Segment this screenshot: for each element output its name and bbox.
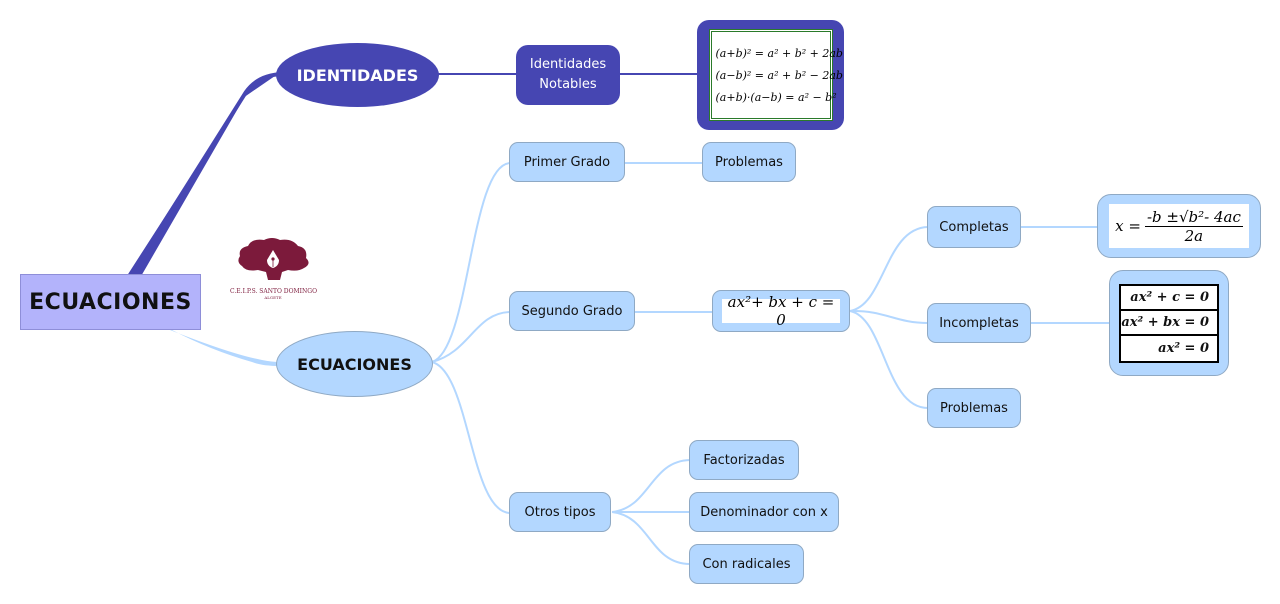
root-label: ECUACIONES [29, 289, 192, 315]
quadratic-formula-numerator: -b ±√b²- 4ac [1144, 207, 1243, 227]
link-form-incompletas [849, 309, 929, 324]
con-radicales-label: Con radicales [702, 556, 791, 572]
root-node[interactable]: ECUACIONES [20, 274, 201, 330]
incompletas-node[interactable]: Incompletas [927, 303, 1031, 343]
link-ecuaciones-otros [431, 361, 511, 514]
otros-tipos-label: Otros tipos [524, 504, 596, 520]
link-form-completas [849, 226, 929, 312]
otros-tipos-node[interactable]: Otros tipos [509, 492, 611, 532]
link-otros-factorizadas [611, 459, 691, 513]
quadratic-formula-fraction: -b ±√b²- 4ac 2a [1144, 207, 1243, 245]
logo-school-name: C.E.I.P.S. SANTO DOMINGO [230, 288, 318, 295]
primer-grado-problemas-node[interactable]: Problemas [702, 142, 796, 182]
segundo-grado-label: Segundo Grado [521, 303, 623, 319]
link-form-problemas [849, 310, 929, 409]
general-form-formula: ax²+ bx + c = 0 [722, 293, 840, 329]
tree-pen-nib-icon [238, 238, 309, 280]
quadratic-formula-lhs: x = [1115, 217, 1141, 235]
identidades-notables-line2: Notables [539, 77, 597, 92]
primer-grado-node[interactable]: Primer Grado [509, 142, 625, 182]
general-form-node[interactable]: ax²+ bx + c = 0 [712, 290, 850, 332]
identidades-formulas-box: (a+b)² = a² + b² + 2ab (a−b)² = a² + b² … [708, 29, 843, 121]
logo-town: ALGETE [264, 295, 282, 300]
incompletas-label: Incompletas [939, 315, 1019, 331]
formula-square-sum: (a+b)² = a² + b² + 2ab [715, 46, 843, 60]
completas-node[interactable]: Completas [927, 206, 1021, 248]
incomplete-form-row: ax² = 0 [1158, 340, 1209, 356]
ecuaciones-label: ECUACIONES [297, 354, 412, 374]
identidades-label: IDENTIDADES [296, 65, 419, 85]
identidades-notables-node[interactable]: Identidades Notables [516, 45, 620, 105]
quadratic-formula-node[interactable]: x = -b ±√b²- 4ac 2a [1097, 194, 1261, 258]
ecuaciones-node[interactable]: ECUACIONES [276, 331, 433, 397]
segundo-grado-problemas-label: Problemas [940, 400, 1008, 416]
denominador-con-x-node[interactable]: Denominador con x [689, 492, 839, 532]
link-ecuaciones-primer [431, 162, 511, 363]
primer-grado-problemas-label: Problemas [715, 154, 783, 170]
completas-label: Completas [939, 219, 1009, 235]
formula-sum-by-diff: (a+b)·(a−b) = a² − b² [715, 90, 837, 104]
denominador-con-x-label: Denominador con x [700, 504, 828, 520]
incomplete-forms-table: ax² + c = 0 ax² + bx = 0 ax² = 0 [1119, 283, 1219, 363]
link-ecuaciones-segundo [431, 311, 511, 363]
incomplete-form-row: ax² + c = 0 [1121, 286, 1217, 311]
factorizadas-node[interactable]: Factorizadas [689, 440, 799, 480]
quadratic-formula: x = -b ±√b²- 4ac 2a [1109, 204, 1249, 248]
link-otros-radicales [611, 511, 691, 565]
segundo-grado-problemas-node[interactable]: Problemas [927, 388, 1021, 428]
primer-grado-label: Primer Grado [523, 154, 611, 170]
incomplete-forms-node[interactable]: ax² + c = 0 ax² + bx = 0 ax² = 0 [1109, 270, 1229, 376]
school-logo: C.E.I.P.S. SANTO DOMINGO ALGETE [230, 236, 318, 300]
formula-square-diff: (a−b)² = a² + b² − 2ab [715, 68, 843, 82]
factorizadas-label: Factorizadas [703, 452, 785, 468]
incomplete-form-row: ax² + bx = 0 [1121, 311, 1217, 336]
link-root-ecuaciones [165, 328, 280, 366]
identidades-node[interactable]: IDENTIDADES [276, 43, 439, 107]
identidades-notables-line1: Identidades [529, 57, 607, 72]
con-radicales-node[interactable]: Con radicales [689, 544, 804, 584]
segundo-grado-node[interactable]: Segundo Grado [509, 291, 635, 331]
identidades-formulas-node[interactable]: (a+b)² = a² + b² + 2ab (a−b)² = a² + b² … [697, 20, 844, 130]
quadratic-formula-denominator: 2a [1184, 226, 1204, 245]
